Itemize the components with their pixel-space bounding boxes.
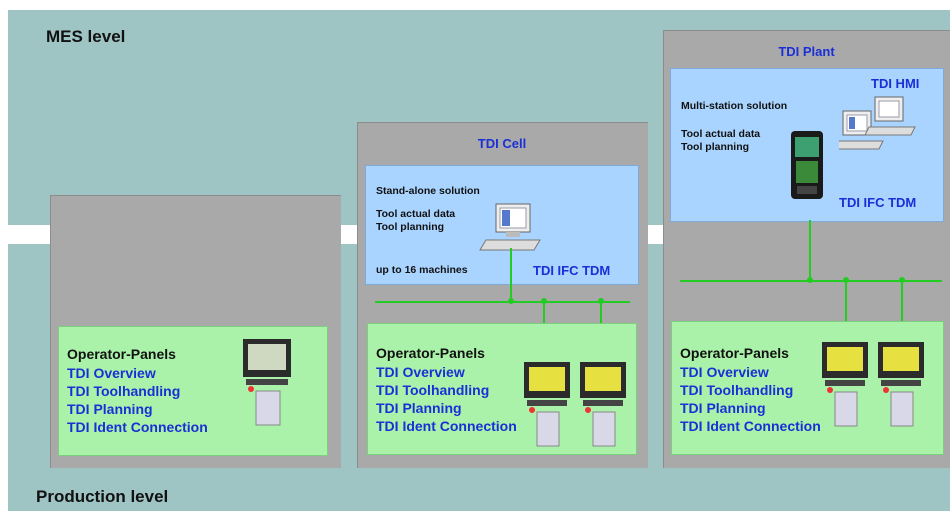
operator-item: TDI Toolhandling [376, 382, 490, 398]
production-level-label: Production level [36, 487, 169, 506]
solution-text: Multi-station solution [681, 100, 788, 112]
operator-item: TDI Ident Connection [680, 418, 821, 434]
mes-level-label: MES level [46, 27, 126, 46]
cell-title: TDI Cell [477, 136, 527, 151]
network-node [843, 277, 849, 283]
operator-panels-list-1: Operator-Panels TDI Overview TDI Toolhan… [67, 345, 208, 436]
capacity-text: up to 16 machines [376, 264, 468, 276]
handheld-terminal-icon [791, 131, 823, 199]
pc-icon [479, 203, 541, 251]
panel-connector [901, 281, 903, 339]
feature-text: Tool planning [376, 221, 445, 233]
hmi-label: TDI HMI [871, 76, 920, 91]
operator-panels-box-3: Operator-Panels TDI Overview TDI Toolhan… [671, 321, 944, 455]
product-label: TDI IFC TDM [839, 195, 917, 210]
operator-item: TDI Toolhandling [680, 382, 794, 398]
network-node [598, 298, 604, 304]
panel-connector [845, 281, 847, 339]
operator-item: TDI Overview [680, 364, 769, 380]
cell-network-line [375, 301, 630, 303]
network-node [807, 277, 813, 283]
cell-server-connector [510, 248, 512, 303]
feature-text: Tool planning [681, 141, 750, 153]
operator-panels-box-1: Operator-Panels TDI Overview TDI Toolhan… [58, 326, 328, 456]
operator-item: TDI Ident Connection [376, 418, 517, 434]
operator-item: TDI Planning [376, 400, 462, 416]
operator-item: TDI Overview [67, 365, 156, 381]
cnc-panel-icon [580, 362, 626, 447]
operator-item: TDI Planning [680, 400, 766, 416]
operator-panels-box-2: Operator-Panels TDI Overview TDI Toolhan… [367, 323, 637, 455]
network-node [541, 298, 547, 304]
plant-title: TDI Plant [778, 44, 835, 59]
workstations-icon [839, 96, 916, 150]
operator-panels-title: Operator-Panels [376, 345, 485, 361]
operator-panels-title: Operator-Panels [67, 346, 176, 362]
product-label: TDI IFC TDM [533, 263, 611, 278]
operator-panels-title: Operator-Panels [680, 345, 789, 361]
operator-panels-list-3: Operator-Panels TDI Overview TDI Toolhan… [680, 344, 821, 435]
cnc-panel-icon [243, 339, 291, 426]
network-node [899, 277, 905, 283]
solution-text: Stand-alone solution [376, 185, 480, 197]
operator-item: TDI Overview [376, 364, 465, 380]
feature-text: Tool actual data [681, 128, 761, 140]
cell-server-box: Stand-alone solution Tool actual data To… [365, 165, 639, 285]
operator-item: TDI Planning [67, 401, 153, 417]
cnc-panel-icon [878, 342, 924, 427]
plant-server-connector [809, 220, 811, 281]
feature-text: Tool actual data [376, 208, 456, 220]
operator-panels-list-2: Operator-Panels TDI Overview TDI Toolhan… [376, 344, 517, 435]
cnc-panel-icon [822, 342, 868, 427]
plant-server-box: TDI HMI Multi-station solution Tool actu… [670, 68, 944, 222]
operator-item: TDI Ident Connection [67, 419, 208, 435]
operator-item: TDI Toolhandling [67, 383, 181, 399]
cnc-panel-icon [524, 362, 570, 447]
network-node [508, 298, 514, 304]
